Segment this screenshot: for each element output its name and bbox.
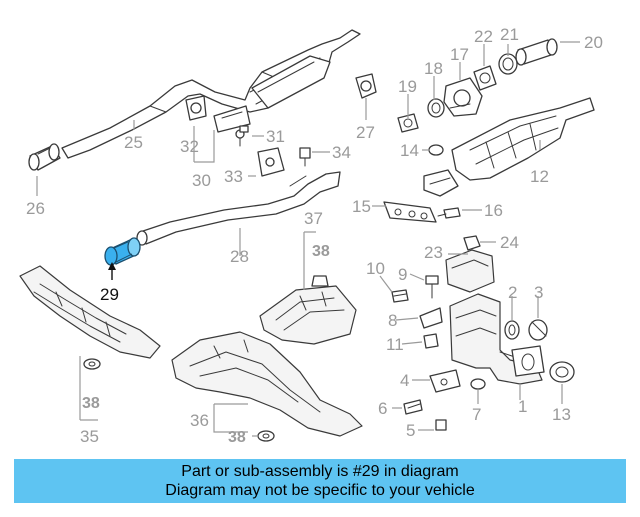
bolt-5[interactable] [435, 419, 447, 431]
callout-13: 13 [552, 405, 571, 424]
muffler[interactable] [251, 55, 331, 109]
bracket-8[interactable] [419, 307, 443, 329]
callout-6: 6 [378, 399, 387, 418]
callout-10: 10 [366, 259, 385, 278]
callout-38-middle: 38 [312, 243, 330, 260]
callout-7: 7 [472, 405, 481, 424]
callout-19: 19 [398, 77, 417, 96]
callout-36: 36 [190, 411, 209, 430]
pipe-segment-12b[interactable] [423, 169, 459, 197]
flange-19[interactable] [397, 113, 419, 133]
hanger-27[interactable] [355, 73, 377, 99]
callout-11: 11 [386, 335, 404, 354]
hanger-32[interactable] [185, 95, 207, 121]
pipe-20[interactable] [515, 38, 558, 66]
callout-14: 14 [400, 141, 419, 160]
callout-20: 20 [584, 33, 603, 52]
front-pipe-28[interactable] [136, 171, 341, 246]
clamp-26[interactable] [28, 143, 61, 171]
callout-38-left: 38 [82, 395, 100, 412]
callout-35: 35 [80, 427, 99, 446]
callout-26: 26 [26, 199, 45, 218]
nut-38-left[interactable] [83, 358, 101, 370]
banner-line-part-info: Part or sub-assembly is #29 in diagram [181, 463, 459, 480]
gasket-13[interactable] [549, 361, 575, 383]
callout-1: 1 [518, 397, 527, 416]
nut-7[interactable] [470, 378, 486, 390]
heat-shield-35[interactable] [19, 265, 161, 359]
leader-lines [36, 41, 580, 437]
bracket-4[interactable] [429, 369, 461, 393]
stud-6[interactable] [403, 399, 423, 415]
callout-34: 34 [332, 143, 351, 162]
callout-9: 9 [398, 265, 407, 284]
callout-28: 28 [230, 247, 249, 266]
callout-25: 25 [124, 133, 143, 152]
callout-5: 5 [406, 421, 415, 440]
callout-21: 21 [500, 25, 519, 44]
callout-4: 4 [400, 371, 409, 390]
callout-17: 17 [450, 45, 469, 64]
bracket-33[interactable] [257, 147, 285, 177]
flange-15[interactable] [383, 201, 437, 223]
nut-24[interactable] [463, 235, 481, 251]
callout-31: 31 [266, 127, 285, 146]
gasket-21[interactable] [498, 53, 518, 75]
callout-29: 29 [100, 285, 119, 304]
catalytic-converter-12[interactable] [451, 97, 595, 181]
callout-32: 32 [180, 137, 199, 156]
bolt-34[interactable] [299, 147, 311, 167]
callout-3: 3 [534, 283, 543, 302]
callout-27: 27 [356, 123, 375, 142]
callout-33: 33 [224, 167, 243, 186]
callout-38-bottom: 38 [228, 429, 246, 446]
stud-10[interactable] [391, 289, 409, 303]
callout-labels: 1 2 3 4 5 6 7 8 9 10 11 12 13 14 15 16 1… [26, 25, 603, 446]
gasket-2[interactable] [504, 320, 520, 340]
banner-line-disclaimer: Diagram may not be specific to your vehi… [165, 482, 475, 499]
heat-shield-36[interactable] [171, 331, 363, 437]
callout-15: 15 [352, 197, 371, 216]
flange-1-outlet[interactable] [511, 345, 545, 377]
nut-11[interactable] [423, 333, 439, 349]
egr-valve-17[interactable] [443, 77, 483, 117]
callout-18: 18 [424, 59, 443, 78]
callout-23: 23 [424, 243, 443, 262]
particulate-filter-1[interactable] [449, 293, 543, 385]
clamp-3[interactable] [528, 319, 548, 341]
heat-shield-37[interactable] [259, 285, 357, 345]
callout-37: 37 [304, 209, 323, 228]
bolt-9[interactable] [425, 275, 439, 299]
nut-38-bottom[interactable] [257, 430, 275, 442]
info-banner: Part or sub-assembly is #29 in diagram D… [14, 459, 626, 503]
bolt-31[interactable] [239, 125, 249, 133]
callout-30: 30 [192, 171, 211, 190]
callout-2: 2 [508, 283, 517, 302]
callout-16: 16 [484, 201, 503, 220]
exhaust-pipe-25[interactable] [61, 29, 361, 159]
callout-12: 12 [530, 167, 549, 186]
leader-line-29 [108, 262, 116, 280]
gasket-14[interactable] [428, 144, 444, 156]
callout-22: 22 [474, 27, 493, 46]
nut-38-middle[interactable] [311, 275, 329, 287]
flange-22[interactable] [473, 65, 497, 91]
clamp-29-highlighted[interactable] [104, 237, 141, 266]
callout-8: 8 [388, 311, 397, 330]
heat-shield-23[interactable] [445, 249, 495, 293]
callout-24: 24 [500, 233, 519, 252]
bolt-16[interactable] [437, 207, 461, 219]
gasket-18[interactable] [427, 98, 445, 118]
